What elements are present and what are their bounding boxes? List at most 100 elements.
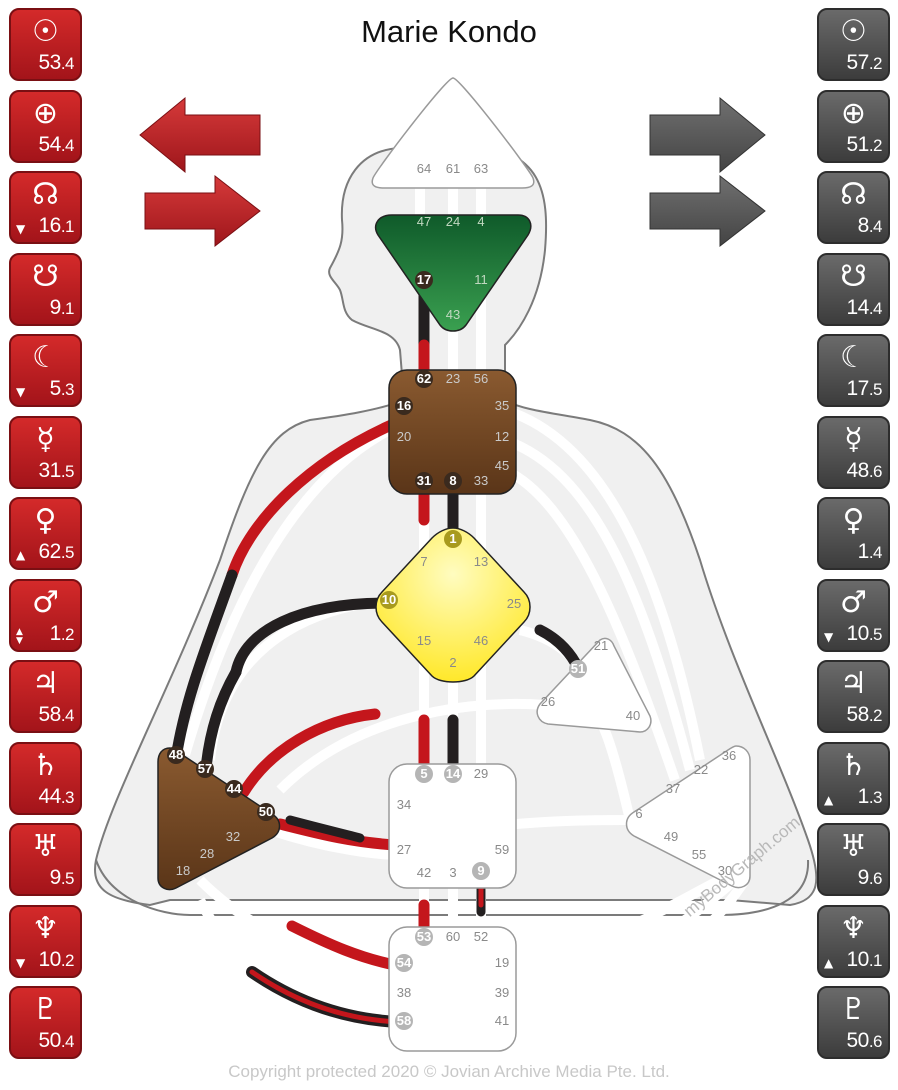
gate-23-label: 23 (446, 371, 460, 386)
planet-card-earth: ⊕54.4 (9, 89, 82, 163)
gate-34-label: 34 (397, 797, 411, 812)
earth-icon: ⊕ (840, 95, 867, 131)
gate-50-label: 50 (259, 804, 273, 819)
gate-marker (444, 765, 462, 783)
line-number: .4 (60, 135, 75, 155)
fixing-marker: ▼ (824, 629, 834, 644)
planet-card-north-node: ☊16.1▼ (9, 171, 82, 244)
head-center (371, 77, 535, 189)
gate-line-value: 8.4 (858, 214, 883, 239)
gate-line-value: 14.4 (846, 296, 882, 321)
gate-25-label: 25 (507, 596, 521, 611)
gate-38-label: 38 (397, 985, 411, 1000)
gate-line-value: 16.1 (38, 214, 74, 239)
planet-card-pluto: ♇50.4 (9, 986, 82, 1059)
gate-1-label: 1 (449, 531, 456, 546)
gate-number: 57 (846, 51, 869, 74)
line-number: .2 (868, 135, 883, 155)
gate-63-label: 63 (474, 161, 488, 176)
gate-number: 62 (38, 540, 61, 563)
gate-4-label: 4 (477, 214, 484, 229)
south-node-icon: ☋ (32, 258, 59, 294)
planet-card-pluto: ♇50.6 (817, 986, 890, 1059)
gate-28-label: 28 (200, 846, 214, 861)
design-right-arrow (144, 174, 261, 248)
gate-39-label: 39 (495, 985, 509, 1000)
gate-20-label: 20 (397, 429, 411, 444)
gate-26-label: 26 (541, 694, 555, 709)
ajna-center (374, 214, 532, 332)
gate-line-value: 9.6 (858, 866, 883, 891)
mercury-icon: ☿ (36, 421, 55, 457)
pluto-icon: ♇ (32, 992, 59, 1027)
line-number: .2 (60, 950, 75, 970)
gate-51-label: 51 (571, 661, 585, 676)
gate-line-value: 58.4 (38, 703, 74, 728)
north-node-icon: ☊ (32, 177, 59, 212)
gate-number: 54 (38, 132, 61, 156)
throat-center (388, 369, 517, 495)
gate-number: 50 (846, 1029, 869, 1052)
line-number: .6 (868, 461, 883, 481)
fixing-marker: ▲▼ (16, 626, 23, 646)
gate-55-label: 55 (692, 847, 706, 862)
line-number: .6 (868, 869, 883, 888)
gate-line-value: 62.5 (38, 540, 74, 565)
gate-line-value: 50.6 (846, 1029, 882, 1054)
venus-icon: ♀ (34, 503, 57, 538)
gate-marker (395, 954, 413, 972)
planet-card-venus: ♀1.4 (817, 497, 890, 570)
gate-29-label: 29 (474, 766, 488, 781)
gate-35-label: 35 (495, 398, 509, 413)
gate-line-value: 44.3 (38, 785, 74, 810)
line-number: .2 (60, 624, 75, 644)
line-number: .4 (868, 217, 883, 236)
gate-number: 51 (846, 132, 869, 156)
line-number: .3 (60, 787, 75, 807)
gate-number: 44 (38, 784, 61, 808)
jupiter-icon: ♃ (32, 666, 59, 701)
gate-3-label: 3 (449, 865, 456, 880)
planet-card-uranus: ♅9.5 (9, 823, 82, 896)
gate-marker (415, 928, 433, 946)
line-number: .4 (60, 706, 75, 725)
gate-17-label: 17 (417, 272, 431, 287)
gate-line-value: 10.2 (38, 948, 74, 973)
gate-marker (395, 1012, 413, 1030)
line-number: .5 (60, 461, 75, 481)
line-number: .3 (60, 380, 75, 399)
gate-line-value: 9.5 (50, 866, 75, 891)
gate-61-label: 61 (446, 161, 460, 176)
personality-bottom-arrow (649, 174, 766, 248)
mars-icon: ♂ (840, 584, 867, 620)
line-number: .3 (868, 787, 883, 807)
line-number: .4 (868, 298, 883, 318)
line-number: .1 (60, 217, 75, 236)
gate-62-label: 62 (417, 371, 431, 386)
planet-card-saturn: ♄44.3 (9, 741, 82, 815)
gate-number: 5 (49, 377, 62, 400)
gate-number: 16 (38, 214, 61, 237)
gate-12-label: 12 (495, 429, 509, 444)
fixing-marker: ▼ (16, 385, 26, 399)
gate-42-label: 42 (417, 865, 431, 880)
fixing-marker: ▼ (16, 955, 26, 970)
planet-card-venus: ♀62.5▲ (9, 497, 82, 570)
gate-line-value: 1.3 (858, 785, 883, 810)
gate-number: 58 (38, 703, 61, 726)
gate-40-label: 40 (626, 708, 640, 723)
line-number: .1 (868, 950, 883, 970)
gate-line-value: 1.2 (50, 622, 75, 647)
g-center (375, 527, 531, 683)
gate-24-label: 24 (446, 214, 460, 229)
gate-line-value: 10.5 (846, 622, 882, 647)
gate-marker (167, 746, 185, 764)
gate-31-label: 31 (417, 473, 431, 488)
gate-18-label: 18 (176, 863, 190, 878)
gate-number: 48 (846, 458, 869, 482)
gate-64-label: 64 (417, 161, 431, 176)
solar-plexus-center (625, 745, 751, 889)
gate-line-value: 48.6 (846, 459, 882, 484)
chart-title: Marie Kondo (361, 14, 537, 49)
